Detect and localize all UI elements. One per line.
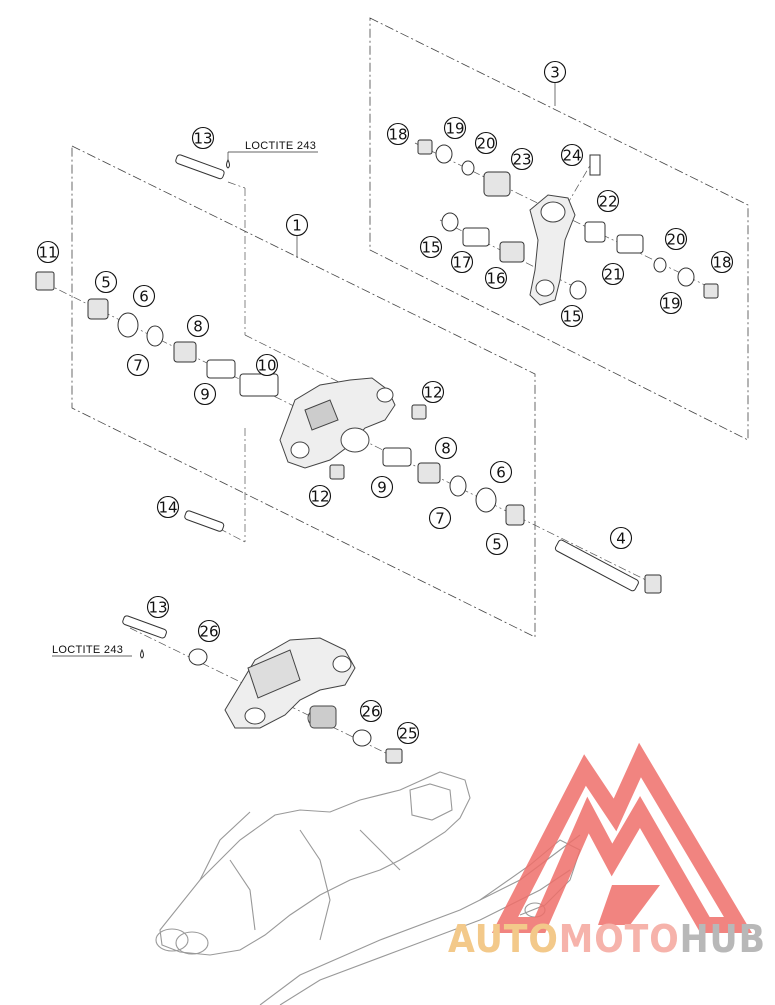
callout-8: 8 (186, 314, 210, 338)
svg-text:19: 19 (661, 295, 680, 313)
svg-text:1: 1 (292, 217, 302, 235)
callout-12: 12 (308, 484, 332, 508)
callout-25: 25 (396, 721, 420, 745)
callout-7: 7 (428, 506, 452, 530)
watermark-auto: AUTO (448, 917, 559, 961)
svg-text:6: 6 (496, 464, 506, 482)
callout-9: 9 (370, 475, 394, 499)
svg-text:22: 22 (598, 193, 617, 211)
callout-8: 8 (434, 436, 458, 460)
callout-7: 7 (126, 353, 150, 377)
callout-24: 24 (560, 143, 584, 167)
callouts: 1 3 4 5 5 6 6 7 7 8 8 9 9 10 11 12 12 13… (36, 60, 734, 745)
svg-text:15: 15 (421, 239, 440, 257)
svg-text:12: 12 (423, 384, 442, 402)
leader-lines (52, 82, 556, 657)
svg-text:13: 13 (193, 130, 212, 148)
svg-text:7: 7 (435, 510, 445, 528)
watermark-hub: HUB (680, 917, 766, 961)
callout-23: 23 (510, 147, 534, 171)
callout-21: 21 (601, 262, 625, 286)
svg-text:6: 6 (139, 288, 149, 306)
callout-26: 26 (197, 619, 221, 643)
svg-text:13: 13 (148, 599, 167, 617)
watermark-logo (491, 742, 753, 933)
svg-text:11: 11 (38, 244, 57, 262)
callout-5: 5 (94, 270, 118, 294)
callout-17: 17 (450, 250, 474, 274)
callout-10: 10 (255, 353, 279, 377)
linkage-part (279, 377, 396, 469)
watermark-moto: MOTO (559, 917, 680, 961)
svg-text:5: 5 (492, 536, 502, 554)
callout-6: 6 (132, 284, 156, 308)
callout-4: 4 (609, 526, 633, 550)
callout-20: 20 (474, 131, 498, 155)
callout-13: 13 (191, 126, 215, 150)
callout-15: 15 (560, 304, 584, 328)
svg-text:21: 21 (603, 266, 622, 284)
svg-text:4: 4 (616, 530, 626, 548)
assembly-frame-3 (369, 17, 749, 441)
callout-14: 14 (156, 495, 180, 519)
watermark-text: AUTOMOTOHUB (448, 917, 766, 961)
callout-9: 9 (193, 382, 217, 406)
svg-text:18: 18 (388, 126, 407, 144)
loctite-label-top: LOCTITE 243 (245, 140, 316, 152)
callout-26: 26 (359, 699, 383, 723)
connecting-rod (529, 194, 576, 306)
callout-22: 22 (596, 189, 620, 213)
callout-20: 20 (664, 227, 688, 251)
callout-19: 19 (443, 116, 467, 140)
loctite-label-bottom: LOCTITE 243 (52, 644, 123, 656)
svg-text:10: 10 (257, 357, 276, 375)
svg-text:3: 3 (550, 64, 560, 82)
svg-text:16: 16 (486, 270, 505, 288)
callout-11: 11 (36, 240, 60, 264)
svg-text:5: 5 (101, 274, 111, 292)
svg-text:23: 23 (512, 151, 531, 169)
small-parts (35, 139, 719, 764)
callout-13: 13 (146, 595, 170, 619)
svg-text:17: 17 (452, 254, 471, 272)
svg-text:12: 12 (310, 488, 329, 506)
callout-18: 18 (710, 250, 734, 274)
callout-15: 15 (419, 235, 443, 259)
svg-text:7: 7 (133, 357, 143, 375)
axis-lines (44, 142, 716, 761)
assembly-frame-1 (71, 145, 536, 638)
callout-16: 16 (484, 266, 508, 290)
svg-text:19: 19 (445, 120, 464, 138)
callout-12: 12 (421, 380, 445, 404)
callout-19: 19 (659, 291, 683, 315)
callout-5: 5 (485, 532, 509, 556)
svg-text:18: 18 (712, 254, 731, 272)
pro-lever-assembly (224, 637, 356, 729)
callout-1: 1 (285, 213, 309, 237)
svg-text:8: 8 (193, 318, 203, 336)
svg-text:20: 20 (666, 231, 685, 249)
svg-text:25: 25 (398, 725, 417, 743)
svg-text:26: 26 (199, 623, 218, 641)
callout-6: 6 (489, 460, 513, 484)
svg-text:24: 24 (562, 147, 581, 165)
svg-text:26: 26 (361, 703, 380, 721)
svg-text:8: 8 (441, 440, 451, 458)
svg-text:14: 14 (158, 499, 177, 517)
svg-text:15: 15 (562, 308, 581, 326)
svg-text:9: 9 (377, 479, 387, 497)
callout-3: 3 (543, 60, 567, 84)
svg-text:20: 20 (476, 135, 495, 153)
svg-text:9: 9 (200, 386, 210, 404)
callout-18: 18 (386, 122, 410, 146)
